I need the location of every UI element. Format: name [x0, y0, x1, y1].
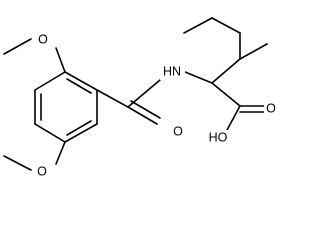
- methoxy-bottom-o-label: O: [37, 164, 47, 178]
- carbonyl-nh-bond: [127, 79, 161, 108]
- carboxyl-ho-label: HO: [209, 130, 228, 144]
- amide-o-background: [170, 124, 185, 140]
- carbonyl-double-bond-a: [127, 106, 158, 125]
- methoxy-bottom-ring-o-bond: [55, 141, 66, 165]
- methoxy-bottom: O: [3, 141, 66, 180]
- amide-o-label: O: [173, 124, 183, 138]
- methoxy-bottom-o-background: [35, 164, 49, 180]
- carboxyl-o-background: [264, 101, 279, 117]
- methoxy-top-ring-o-bond: [55, 47, 66, 73]
- beta-carbon-methyl-bond: [239, 43, 268, 60]
- gamma-carbon-ethyl-bond: [211, 17, 241, 34]
- methoxy-top-o-label: O: [38, 32, 48, 46]
- ring-inner-double-bond-2: [66, 120, 92, 136]
- ethyl-terminal-bond: [183, 17, 213, 34]
- ring-bond-3: [64, 123, 98, 143]
- carboxyl-hydroxyl-bond: [226, 105, 241, 131]
- alpha-carbon-carboxyl-carbon-bond: [211, 82, 241, 107]
- nh-background: [160, 64, 185, 80]
- ring-bond-6: [34, 71, 66, 91]
- ring-bond-1: [64, 71, 98, 91]
- ring-inner-double-bond-1: [66, 78, 92, 94]
- carboxyl-o-label: O: [266, 101, 276, 115]
- amide-group: O HN: [96, 64, 213, 140]
- carbonyl-double-bond-b: [130, 100, 161, 119]
- methoxy-top: O: [3, 32, 66, 73]
- methoxy-bottom-o-methyl-bond: [3, 155, 32, 171]
- chemical-structure-diagram: O O O HN O HO: [3, 17, 279, 180]
- methoxy-top-o-methyl-bond: [3, 38, 32, 55]
- isoleucine-backbone: O HO: [183, 17, 279, 146]
- ring-bond-4: [34, 123, 66, 143]
- carboxyl-ho-background: [205, 130, 232, 146]
- ring-carbonyl-bond: [96, 89, 129, 108]
- nh-alpha-carbon-bond: [184, 71, 213, 84]
- nh-label: HN: [163, 64, 181, 78]
- alpha-carbon-beta-carbon-bond: [211, 58, 241, 84]
- benzene-ring: [34, 71, 98, 143]
- methoxy-top-o-background: [36, 32, 50, 47]
